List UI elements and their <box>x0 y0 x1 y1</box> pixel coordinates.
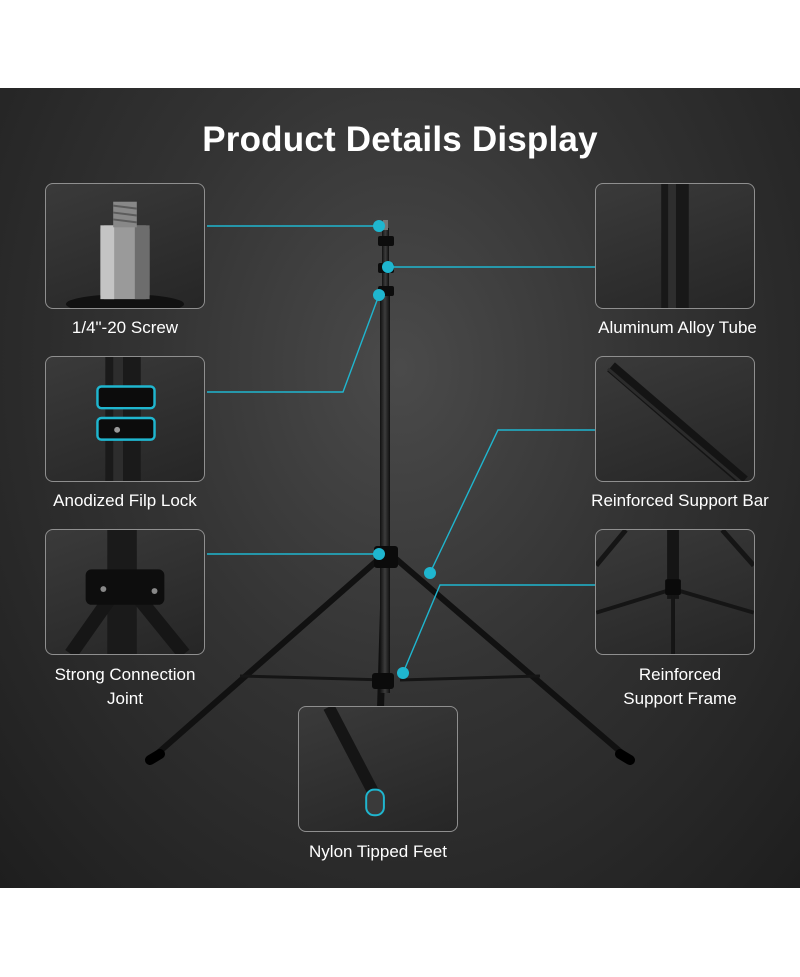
screw-stud-icon <box>65 201 185 308</box>
flip-lock-icon <box>96 357 156 481</box>
callout-dots <box>373 220 436 679</box>
product-details-panel: Product Details Display 1/4"-20 Screw An… <box>0 88 800 888</box>
feet-card <box>298 706 458 832</box>
page-title: Product Details Display <box>202 120 598 159</box>
support-frame-icon <box>596 530 754 654</box>
light-stand-illustration <box>145 220 635 797</box>
frame-label-line1: Reinforced <box>638 665 722 684</box>
frame-label-line2: Support Frame <box>623 689 737 708</box>
screw-card <box>45 183 205 309</box>
joint-label-line2: Joint <box>107 689 143 708</box>
joint-label-line1: Strong Connection <box>54 665 196 684</box>
nylon-foot-icon <box>323 707 385 817</box>
flip-lock-card <box>45 356 205 482</box>
left-leg <box>147 555 383 763</box>
feet-label: Nylon Tipped Feet <box>309 842 447 861</box>
joint-card <box>45 529 205 655</box>
alloy-tube-icon <box>661 184 689 308</box>
tube-label: Aluminum Alloy Tube <box>598 318 757 337</box>
screw-label: 1/4"-20 Screw <box>71 318 179 337</box>
right-leg <box>392 555 633 763</box>
support-bar-label: Reinforced Support Bar <box>591 491 769 510</box>
support-frame-card <box>595 529 755 655</box>
flip-lock-label: Anodized Filp Lock <box>53 491 197 510</box>
support-bar-icon <box>607 362 748 481</box>
tube-card <box>595 183 755 309</box>
support-bar-card <box>595 356 755 482</box>
callout-lines <box>207 225 595 674</box>
main-pole <box>380 288 390 693</box>
connection-joint-icon <box>65 530 190 654</box>
